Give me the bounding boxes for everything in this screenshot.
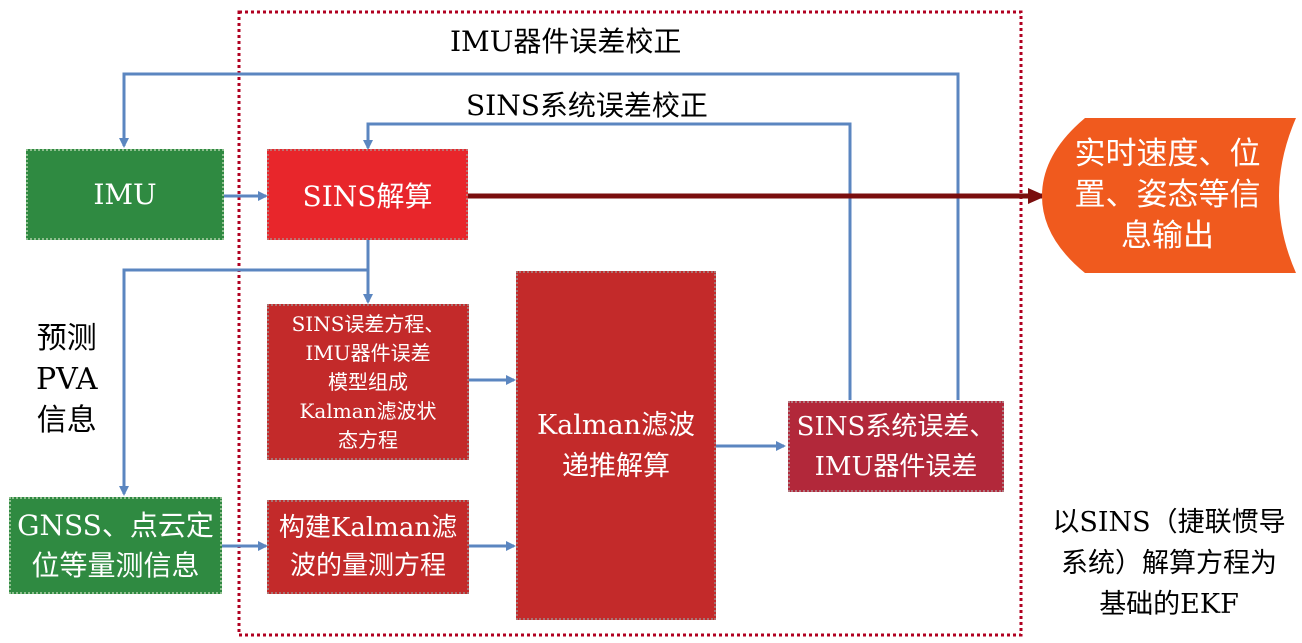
frame-title: IMU器件误差校正 xyxy=(450,25,682,58)
predict-pva-arrow xyxy=(119,268,368,496)
measurement-equation-box: 构建Kalman滤 波的量测方程 xyxy=(267,500,469,594)
output-shape xyxy=(1042,118,1296,273)
errors-box: SINS系统误差、 IMU器件误差 xyxy=(788,401,1004,492)
sins-correction-arrow xyxy=(363,122,852,400)
output-label: 实时速度、位 置、姿态等信 息输出 xyxy=(1074,136,1261,254)
ekf-frame xyxy=(237,10,1023,637)
sins-correction-label: SINS系统误差校正 xyxy=(466,89,708,122)
ekf-caption: 以SINS（捷联惯导 系统）解算方程为 基础的EKF xyxy=(1052,507,1286,620)
imu-correction-arrow xyxy=(119,72,960,400)
kalman-filter-box: Kalman滤波 递推解算 xyxy=(516,271,716,620)
predict-pva-label: 预测 PVA 信息 xyxy=(36,321,98,438)
imu-box: IMU xyxy=(26,149,224,240)
gnss-box: GNSS、点云定 位等量测信息 xyxy=(9,497,222,594)
state-equation-box: SINS误差方程、 IMU器件误差 模型组成 Kalman滤波状 态方程 xyxy=(267,304,469,460)
sins-solve-box: SINS解算 xyxy=(267,149,468,240)
